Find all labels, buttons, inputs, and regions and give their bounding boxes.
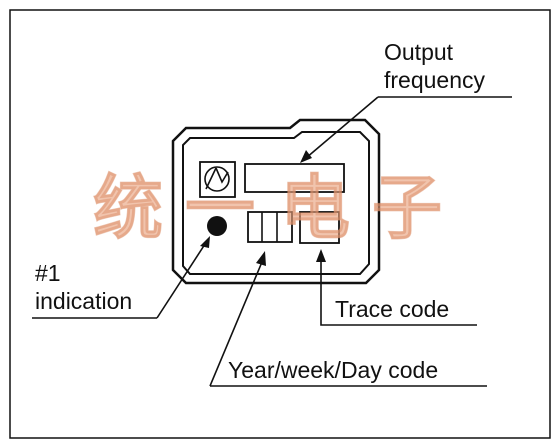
- logo-square: [199, 161, 236, 198]
- output-frequency-label-line2: frequency: [384, 67, 486, 93]
- outer-frame: [9, 9, 551, 439]
- date-code-leader: [209, 261, 263, 387]
- watermark-char-3: 电: [280, 166, 350, 249]
- pin1-label-line1: #1: [35, 260, 61, 286]
- output-frequency-label-line1: Output: [384, 39, 454, 65]
- pin1-label-line2: indication: [35, 288, 132, 314]
- watermark-char-4: 子: [372, 166, 442, 249]
- output-frequency-arrowhead: [300, 150, 312, 163]
- pin1-dot: [207, 216, 227, 236]
- trace-code-box: [299, 211, 340, 244]
- watermark-char-2: 一: [185, 166, 255, 249]
- logo-symbol-icon: [204, 166, 230, 192]
- trace-code-leader: [320, 262, 331, 326]
- date-code-label: Year/week/Day code: [228, 357, 438, 383]
- package-inner-outline: [182, 131, 370, 275]
- trace-code-arrowhead: [316, 249, 326, 262]
- watermark-char-1: 统: [93, 166, 163, 249]
- pin1-leader: [156, 240, 208, 319]
- trace-code-label: Trace code: [335, 296, 449, 322]
- pin1-arrowhead: [200, 236, 210, 248]
- package-outline: [171, 118, 381, 285]
- date-code-arrowhead: [256, 251, 266, 266]
- output-frequency-box: [244, 163, 345, 193]
- watermark: 统 一 电 子: [93, 166, 443, 250]
- output-frequency-leader: [305, 96, 379, 159]
- date-code-box: [247, 211, 293, 243]
